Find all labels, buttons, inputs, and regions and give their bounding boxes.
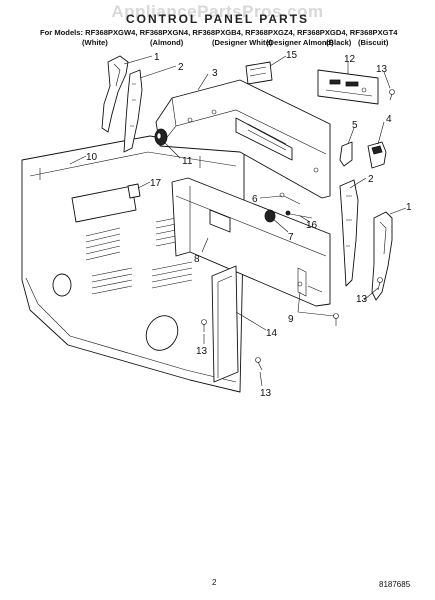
callout-1b: 1 [406, 202, 412, 213]
knob [154, 128, 168, 146]
callout-13d: 13 [260, 388, 272, 399]
small-bracket [339, 141, 353, 167]
left-end-cap [101, 55, 129, 133]
callout-13: 13 [376, 64, 388, 75]
callouts: 1 2 3 15 12 13 5 4 11 10 17 6 2 7 16 1 8… [86, 50, 412, 399]
electronic-control [317, 69, 379, 105]
variant-biscuit: (Biscuit) [358, 38, 389, 47]
callout-2b: 2 [368, 174, 374, 185]
right-end-cap [371, 211, 393, 301]
callout-3: 3 [212, 68, 218, 79]
knob-2 [264, 209, 276, 223]
clock-module [245, 61, 273, 85]
variant-designer-white: (Designer White) [212, 38, 273, 47]
page-number: 2 [212, 578, 217, 587]
side-trim [211, 265, 239, 383]
callout-17: 17 [150, 178, 162, 189]
callout-9: 9 [288, 314, 294, 325]
callout-7: 7 [288, 232, 294, 243]
callout-6: 6 [252, 194, 258, 205]
callout-2: 2 [178, 62, 184, 73]
support-trim [171, 177, 331, 307]
callout-10: 10 [86, 152, 98, 163]
variant-designer-almond: (Designer Almond) [266, 38, 334, 47]
callout-11: 11 [182, 156, 193, 167]
screws-center [279, 192, 313, 219]
leader-lines [69, 55, 407, 387]
watermark: AppliancePartsPros.com [111, 2, 324, 21]
switch [367, 141, 387, 169]
variant-almond: (Almond) [150, 38, 184, 47]
document-number: 8187685 [379, 580, 411, 589]
callout-5: 5 [352, 120, 358, 131]
left-bracket [123, 69, 143, 153]
callout-16: 16 [306, 220, 318, 231]
variant-black: (Black) [326, 38, 352, 47]
screws-lower [201, 89, 395, 371]
page-title: CONTROL PANEL PARTS [125, 12, 310, 26]
callout-13c: 13 [196, 346, 208, 357]
callout-1: 1 [154, 52, 160, 63]
callout-4: 4 [386, 114, 392, 125]
control-panel [155, 79, 331, 199]
callout-12: 12 [344, 54, 356, 65]
callout-14: 14 [266, 328, 278, 339]
rear-panel [21, 135, 245, 393]
clip [127, 183, 141, 199]
callout-8: 8 [194, 254, 200, 265]
variant-white: (White) [82, 38, 108, 47]
models-line: For Models: RF368PXGW4, RF368PXGN4, RF36… [40, 28, 398, 37]
right-bracket [339, 179, 359, 287]
callout-15: 15 [286, 50, 298, 61]
callout-13b: 13 [356, 294, 368, 305]
